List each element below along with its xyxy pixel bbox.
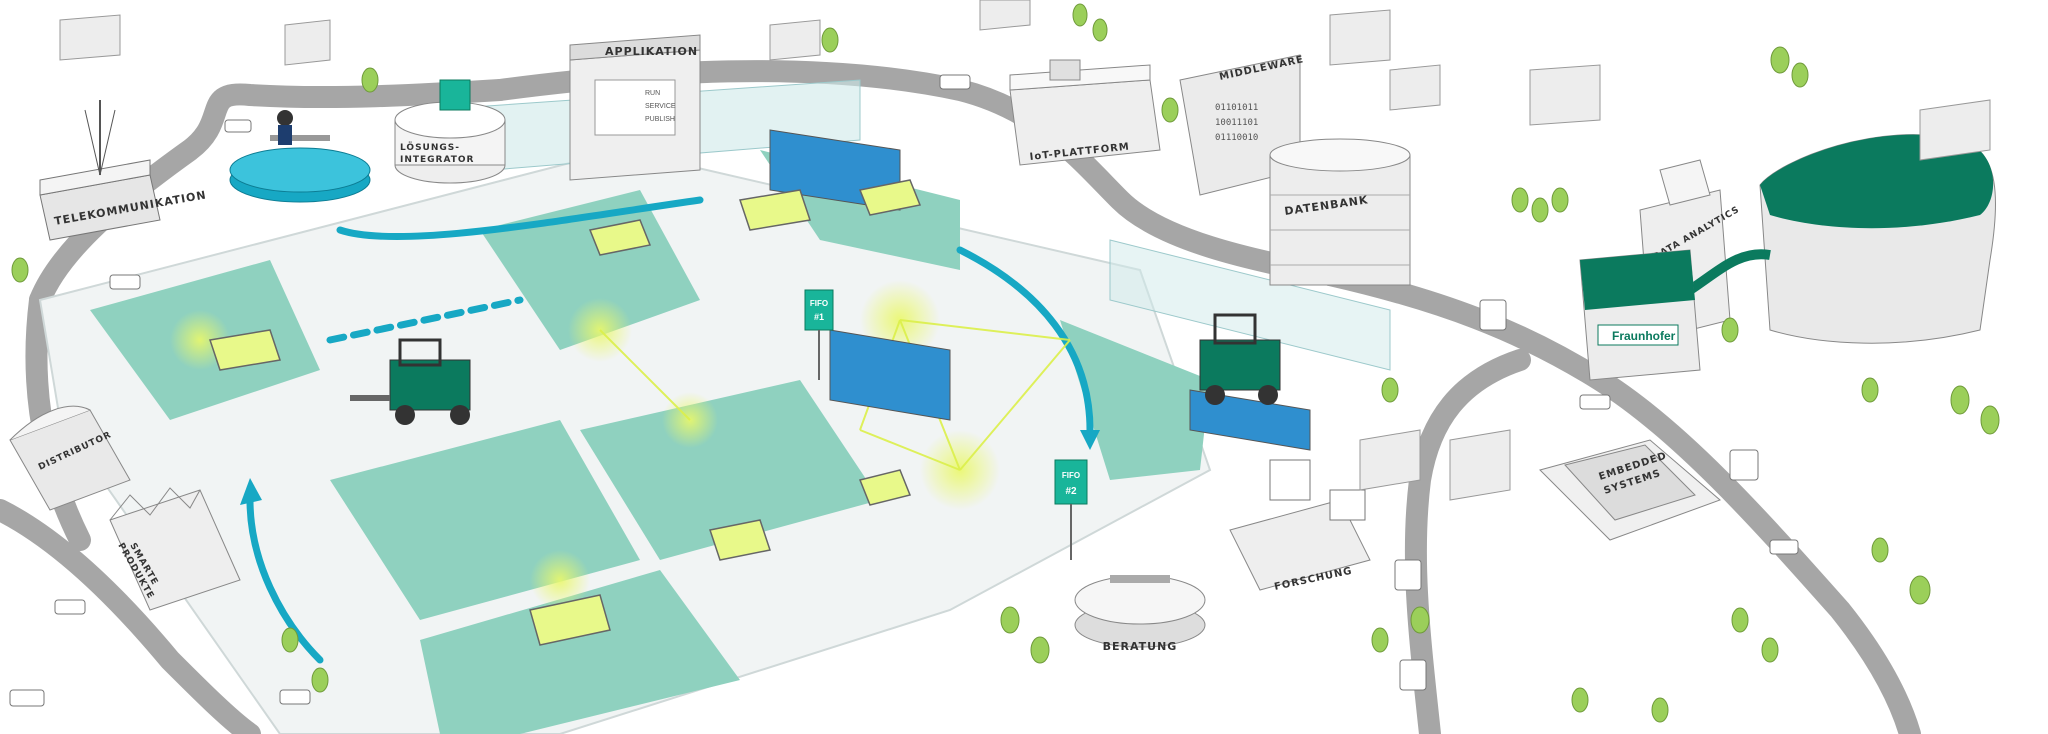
floor-zone-6 (420, 570, 740, 734)
applikation-building: APPLIKATION RUN SERVICE PUBLISH (569, 34, 701, 181)
integrator-platform: LÖSUNGS- INTEGRATOR (394, 79, 506, 184)
fraunhofer-campus: Fraunhofer (1579, 134, 1997, 381)
road-middle-down (1404, 349, 1531, 734)
kunde-platform: KUNDE (229, 110, 371, 218)
background-buildings (59, 0, 1991, 501)
table-2 (588, 219, 652, 256)
fifo2-label-b: #2 (1065, 486, 1077, 497)
binary-line-2: 10011101 (1215, 118, 1258, 128)
forklift-left (350, 338, 471, 425)
table-3 (858, 179, 922, 216)
material-flow-arrows (240, 196, 1100, 664)
app-publish-label: PUBLISH (645, 116, 675, 123)
datenbank-building: DATENBANK (1269, 138, 1411, 286)
rack-middle (829, 329, 951, 421)
glass-wall-right (1109, 239, 1391, 371)
arrowhead-1 (240, 478, 262, 505)
table-6 (709, 519, 771, 561)
glow-6 (530, 550, 590, 610)
iot-plattform-building: IoT-PLATTFORM (1009, 59, 1161, 166)
beratung-platform: BERATUNG (1074, 575, 1206, 653)
app-run-label: RUN (645, 90, 660, 97)
arrowhead-2 (1080, 430, 1100, 450)
embedded-systems-building: EMBEDDED SYSTEMS (1539, 439, 1721, 541)
workstations (209, 179, 922, 646)
integrator-label-2: INTEGRATOR (400, 155, 474, 165)
table-4 (739, 189, 811, 231)
fifo-sign-1: FIFO #1 (804, 289, 834, 380)
flow-arrow-top (336, 196, 704, 241)
binary-line-1: 01101011 (1215, 103, 1258, 113)
distributor-building: DISTRIBUTOR (9, 405, 131, 511)
floor-zone-5 (580, 380, 880, 560)
table-1 (209, 329, 281, 371)
vehicles (9, 74, 1799, 707)
trees (11, 3, 2000, 723)
table-5 (529, 594, 611, 646)
fifo1-label-a: FIFO (810, 299, 828, 308)
forklift-right (1199, 313, 1281, 405)
telecom-building: TELEKOMMUNIKATION (39, 100, 208, 241)
flow-arrow-right (956, 246, 1094, 434)
fraunhofer-logo-plate (1597, 324, 1679, 346)
fraunhofer-logo: Fraunhofer (1612, 329, 1676, 343)
app-service-label: SERVICE (645, 103, 676, 110)
forschung-platform: FORSCHUNG (1229, 459, 1371, 593)
floor-zone-2 (480, 190, 700, 350)
table-7 (858, 469, 912, 506)
fifo-sign-2: FIFO #2 (1054, 459, 1088, 560)
binary-line-3: 01110010 (1215, 133, 1258, 143)
road-bottom-left (0, 499, 261, 734)
flow-arrow-left (246, 496, 324, 664)
kunde-label: KUNDE (274, 204, 326, 218)
fifo1-label-b: #1 (814, 312, 824, 322)
integrator-label-1: LÖSUNGS- (400, 142, 460, 153)
fraunhofer-bridge (1687, 249, 1771, 295)
flow-arrow-dashed (326, 296, 524, 344)
beratung-label: BERATUNG (1103, 640, 1178, 653)
fifo2-label-a: FIFO (1062, 471, 1080, 480)
road-right-curve (1319, 264, 1921, 734)
applikation-label: APPLIKATION (605, 45, 698, 58)
fraunhofer-box-roof (1580, 250, 1695, 310)
floor-zone-7 (1060, 320, 1210, 480)
